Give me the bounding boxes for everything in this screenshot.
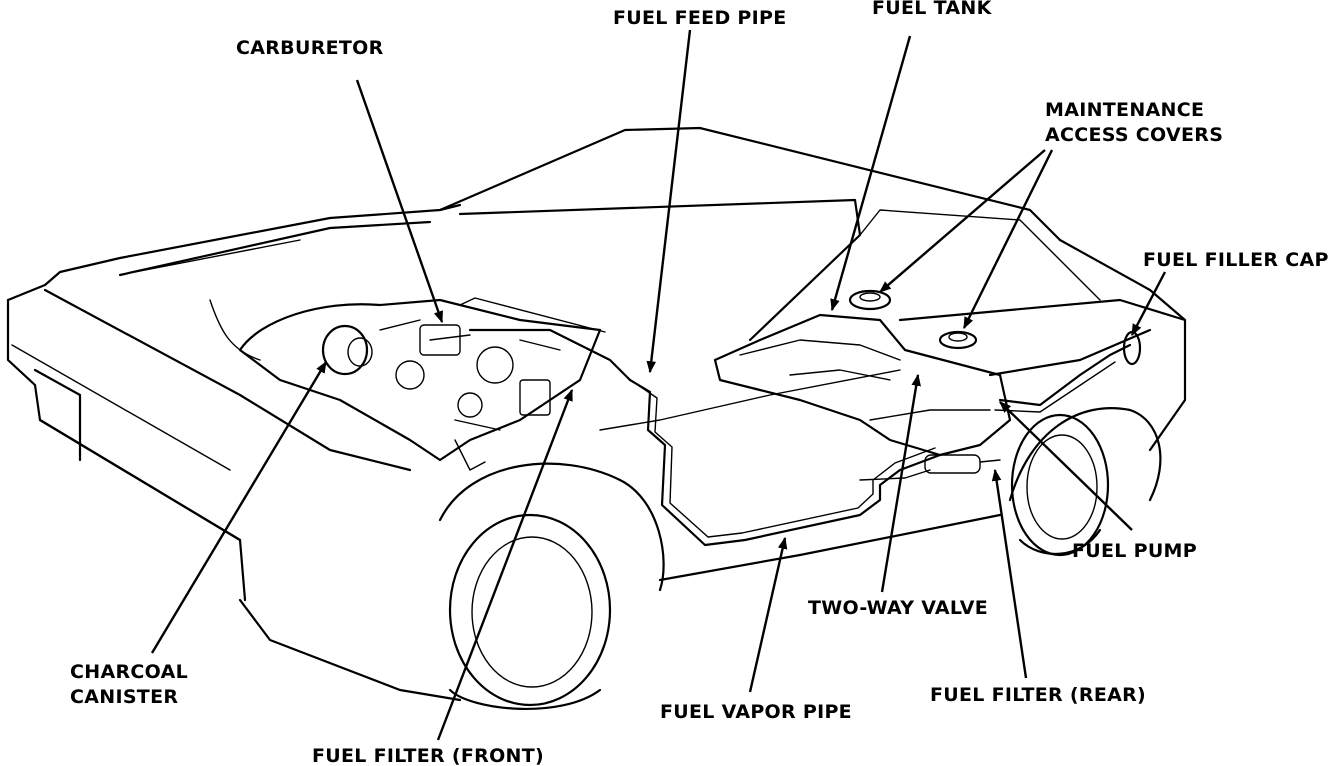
label-canister: CANISTER <box>70 686 178 708</box>
label-fuel-feed-pipe: FUEL FEED PIPE <box>613 7 787 29</box>
label-fuel-tank: FUEL TANK <box>872 0 993 19</box>
label-fuel-filter-rear: FUEL FILTER (REAR) <box>930 684 1146 706</box>
leader-fuel-vapor-pipe <box>748 536 788 693</box>
callout-labels: CARBURETOR FUEL FEED PIPE FUEL TANK MAIN… <box>70 0 1329 766</box>
leader-fuel-pump <box>999 401 1133 531</box>
leader-fuel-filter-rear <box>991 468 1028 679</box>
leader-lines <box>150 29 1167 741</box>
engine-assembly <box>209 297 632 471</box>
label-carburetor: CARBURETOR <box>236 37 384 59</box>
fuel-pipes <box>628 343 1132 547</box>
label-maintenance: MAINTENANCE <box>1045 99 1204 121</box>
fuel-tank <box>713 289 1142 474</box>
leader-access-cover-2 <box>962 149 1054 330</box>
label-fuel-filler-cap: FUEL FILLER CAP <box>1143 249 1329 271</box>
leader-carburetor <box>355 79 444 324</box>
label-two-way-valve: TWO-WAY VALVE <box>808 597 988 619</box>
label-fuel-pump: FUEL PUMP <box>1072 540 1197 562</box>
leader-fuel-filler-cap <box>1130 271 1167 337</box>
label-charcoal: CHARCOAL <box>70 661 188 683</box>
car-body <box>6 126 1187 711</box>
leader-two-way-valve <box>880 373 921 593</box>
leader-charcoal-canister <box>150 360 328 654</box>
leader-fuel-feed-pipe <box>646 29 692 374</box>
leader-access-cover-1 <box>879 149 1046 293</box>
label-fuel-filter-front: FUEL FILTER (FRONT) <box>312 745 544 766</box>
label-fuel-vapor-pipe: FUEL VAPOR PIPE <box>660 701 852 723</box>
leader-fuel-filter-front <box>436 388 574 741</box>
label-access-covers: ACCESS COVERS <box>1045 124 1223 146</box>
leader-fuel-tank <box>830 35 912 312</box>
